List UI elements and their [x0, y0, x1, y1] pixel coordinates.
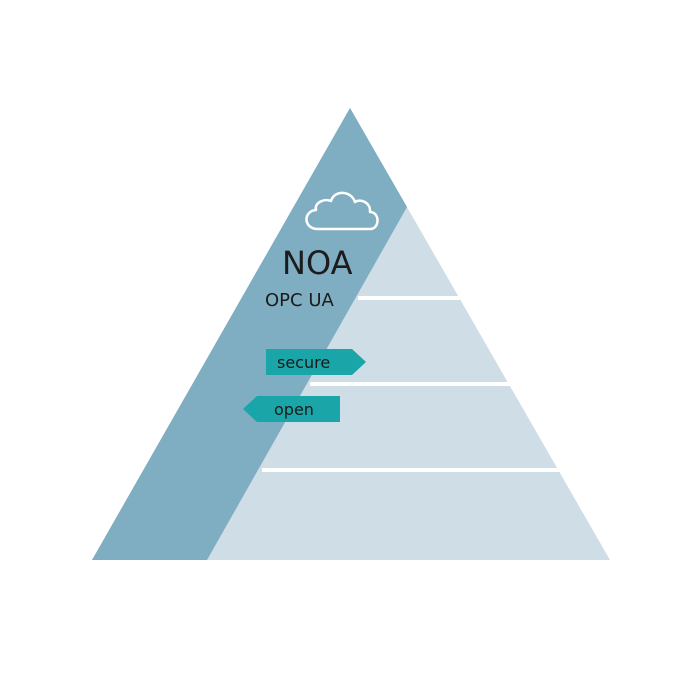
open-label: open	[274, 400, 314, 419]
secure-label: secure	[277, 353, 330, 372]
noa-band	[92, 108, 407, 560]
cloud-icon	[305, 191, 379, 231]
open-arrow: open	[243, 396, 340, 422]
secure-arrow: secure	[266, 349, 366, 375]
opc-ua-label: OPC UA	[265, 290, 334, 311]
noa-title: NOA	[282, 244, 353, 282]
